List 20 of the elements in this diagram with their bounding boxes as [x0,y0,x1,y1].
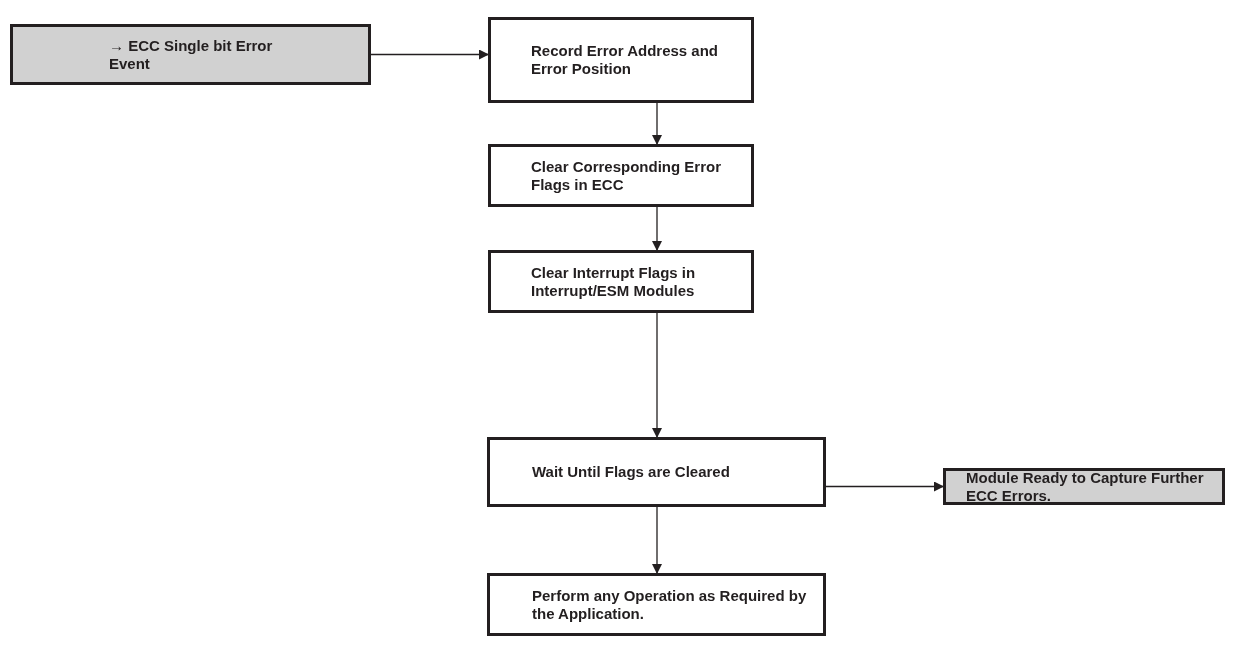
process-box [488,250,754,313]
arrow [652,102,662,145]
box-label: Clear Interrupt Flags in Interrupt/ESM Modules [531,263,697,300]
box-label: Clear Corresponding Error Flags in ECC [531,157,723,194]
arrow [652,312,662,438]
process-box [487,573,826,636]
box-label: Module Ready to Capture Further ECC Errors. [966,468,1205,505]
process-box [487,437,826,507]
box-label: Record Error Address and Error Position [531,42,719,78]
box-label: Wait Until Flags are Cleared [532,463,731,481]
box-label: → ECC Single bit Error Event [109,36,274,73]
process-box [10,24,371,85]
process-box [943,468,1225,505]
box-label: Perform any Operation as Required by the Application. [532,586,808,623]
process-box [488,144,754,207]
arrow [825,481,944,492]
arrow [652,206,662,251]
process-box [488,17,754,103]
arrow [370,49,489,60]
arrow [652,506,662,574]
